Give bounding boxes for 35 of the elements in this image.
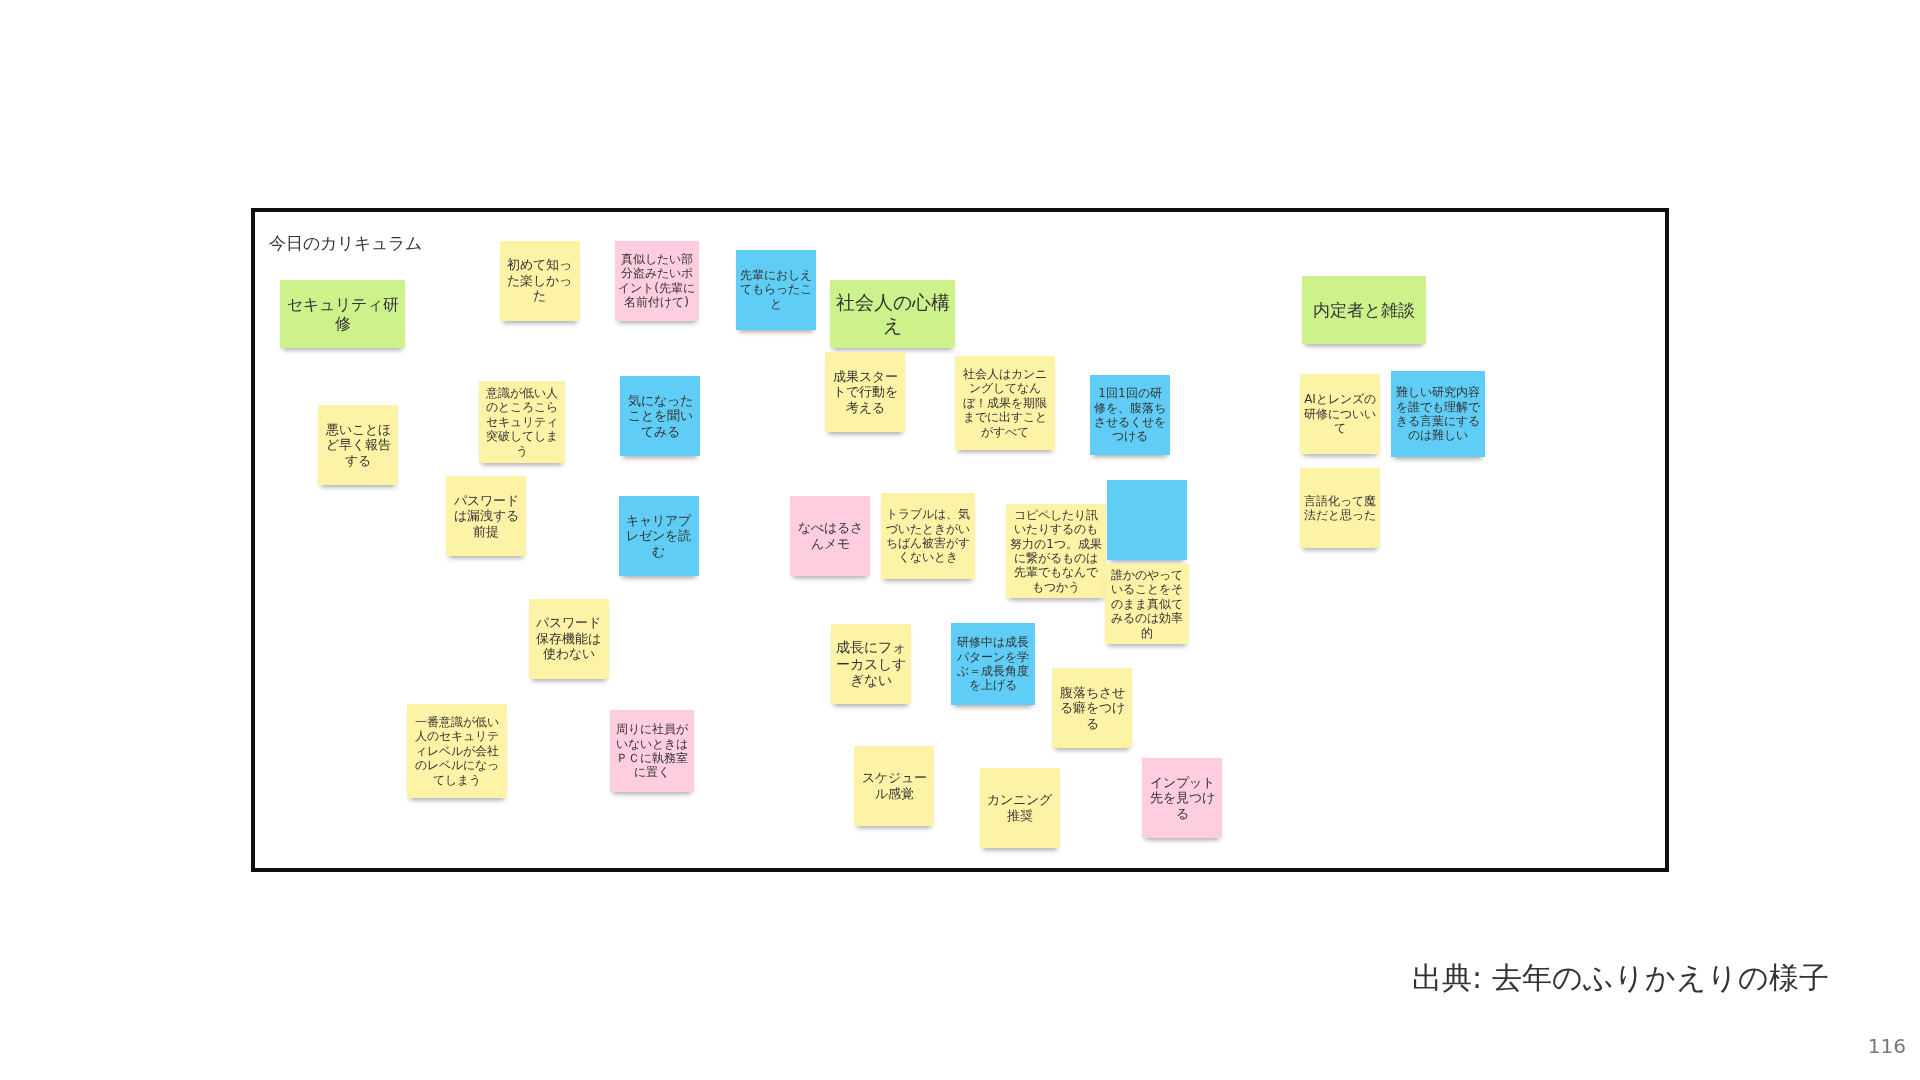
sticky-note: 先輩におしえてもらったこと [735,249,816,330]
sticky-note: 一番意識が低い人のセキュリティレベルが会社のレベルになってしまう [407,704,507,798]
sticky-note: 難しい研究内容を誰でも理解できる言葉にするのは難しい [1391,371,1485,457]
sticky-note: 周りに社員がいないときはＰＣに執務室に置く [610,710,694,792]
sticky-note: トラブルは、気づいたときがいちばん被害がすくないとき [881,493,975,579]
sticky-note: 内定者と雑談 [1302,276,1426,344]
sticky-note: 研修中は成長パターンを学ぶ＝成長角度を上げる [951,623,1035,705]
sticky-note: インプット先を見つける [1142,758,1222,838]
board-title: 今日のカリキュラム [269,232,422,255]
sticky-note: キャリアプレゼンを読む [618,496,699,576]
sticky-note: パスワード保存機能は使わない [528,598,609,679]
page-number: 116 [1867,1034,1906,1058]
sticky-note: 成長にフォーカスしすぎない [831,624,911,704]
sticky-note: 1回1回の研修を、腹落ちさせるくせをつける [1090,375,1170,455]
sticky-note: セキュリティ研修 [280,280,405,348]
sticky-note: 誰かのやっていることをそのまま真似てみるのは効率的 [1104,564,1189,644]
sticky-note: 腹落ちさせる癖をつける [1052,668,1132,748]
caption: 出典: 去年のふりかえりの様子 [1412,959,1829,997]
sticky-note: 社会人の心構え [830,280,955,348]
sticky-note: 言語化って魔法だと思った [1300,468,1380,548]
board-frame [251,208,1669,872]
sticky-note: 真似したい部分盗みたいポイント(先輩に名前付けて) [614,240,699,321]
sticky-note: 悪いことほど早く報告する [318,405,398,485]
sticky-note: 意識が低い人のところこらセキュリティ突破してしまう [479,381,565,463]
sticky-note: カンニング推奨 [979,768,1060,848]
sticky-note: AIとレンズの研修についいて [1300,374,1380,454]
sticky-note: なべはるさんメモ [790,496,870,576]
sticky-note: 社会人はカンニングしてなんぼ！成果を期限までに出すことがすべて [955,356,1055,450]
sticky-note: 初めて知った楽しかった [499,240,580,321]
sticky-note: 成果スタートで行動を考える [825,352,905,432]
sticky-note: コピペしたり訊いたりするのも努力の1つ。成果に繋がるものは先輩でもなんでもつかう [1006,504,1106,598]
sticky-note: 気になったことを聞いてみる [620,376,700,456]
sticky-note: スケジュール感覚 [854,746,934,826]
sticky-note: パスワードは漏洩する前提 [446,476,526,556]
sticky-note [1106,480,1187,560]
